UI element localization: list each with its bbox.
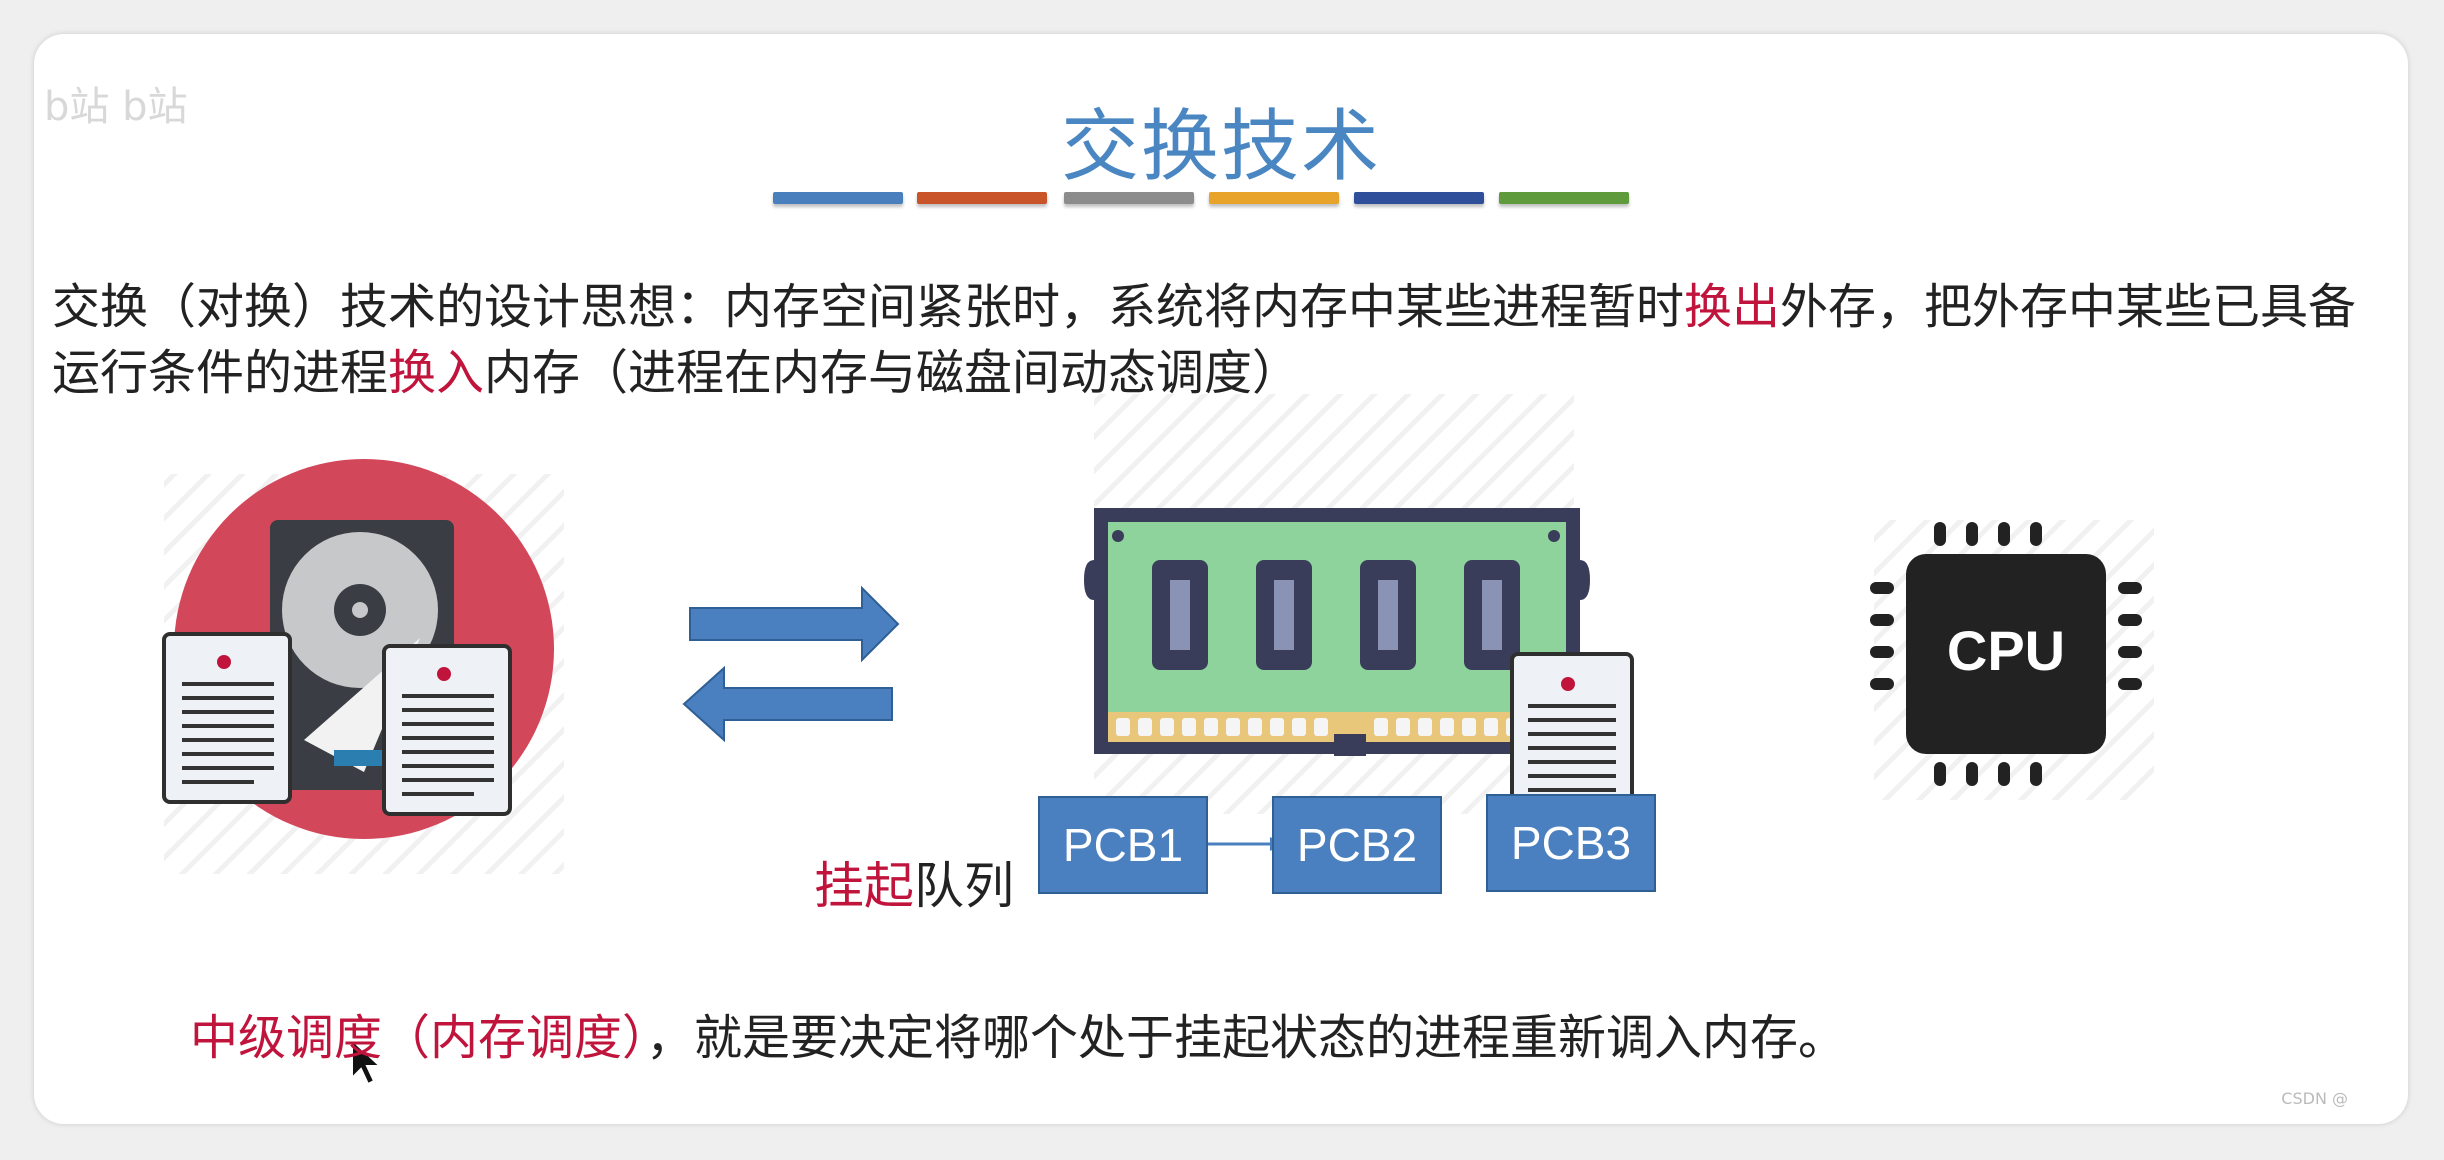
diagram-graphics: CPU [162, 394, 2154, 1086]
cpu-label: CPU [1947, 619, 2065, 682]
mid-term-scheduling-text: 中级调度（内存调度），就是要决定将哪个处于挂起状态的进程重新调入内存。 [190, 998, 1846, 1068]
design-idea-paragraph: 交换（对换）技术的设计思想：内存空间紧张时，系统将内存中某些进程暂时换出外存，把… [52, 274, 2392, 406]
accent-bars [34, 192, 2408, 206]
document-icon-right [382, 644, 512, 816]
paragraph-text-1: 交换（对换）技术的设计思想：内存空间紧张时，系统将内存中某些进程暂时 [52, 279, 1685, 335]
slide: b站 b站 交换技术 交换（对换）技术的设计思想：内存空间紧张时，系统将内存中某… [34, 34, 2408, 1124]
accent-bar-2 [917, 192, 1047, 204]
suspend-queue-label: 挂起队列 [814, 846, 1014, 918]
accent-bar-4 [1209, 192, 1339, 204]
queue-term: 队列 [914, 857, 1014, 915]
video-watermark: b站 b站 [44, 84, 188, 130]
paragraph-text-2: 外存，把外存中某些已具备运行条件的进程 [52, 279, 2357, 401]
pcb-box-1: PCB1 [1038, 796, 1208, 894]
memory-module-icon [1084, 394, 1590, 814]
source-watermark: CSDN @ [2281, 1089, 2348, 1108]
paragraph-text-3: 内存（进程在内存与磁盘间动态调度） [484, 345, 1301, 401]
bottom-text-rest: ，就是要决定将哪个处于挂起状态的进程重新调入内存。 [646, 1010, 1847, 1066]
accent-bar-1 [773, 192, 903, 204]
swap-arrows-icon [682, 585, 900, 743]
mouse-cursor-icon [351, 1037, 383, 1086]
pcb-box-2: PCB2 [1272, 796, 1442, 894]
mid-term-scheduling-term: 中级调度（内存调度） [190, 1010, 647, 1066]
slide-title: 交换技术 [1060, 102, 1381, 192]
swap-out-term: 换出 [1684, 279, 1781, 335]
document-icon-left [162, 632, 292, 804]
accent-bar-3 [1064, 192, 1194, 204]
swap-in-term: 换入 [388, 345, 485, 401]
cpu-icon: CPU [1870, 520, 2154, 800]
accent-bar-6 [1499, 192, 1629, 204]
accent-bar-5 [1354, 192, 1484, 204]
pcb-box-3: PCB3 [1486, 794, 1656, 892]
suspend-term: 挂起 [814, 857, 914, 915]
